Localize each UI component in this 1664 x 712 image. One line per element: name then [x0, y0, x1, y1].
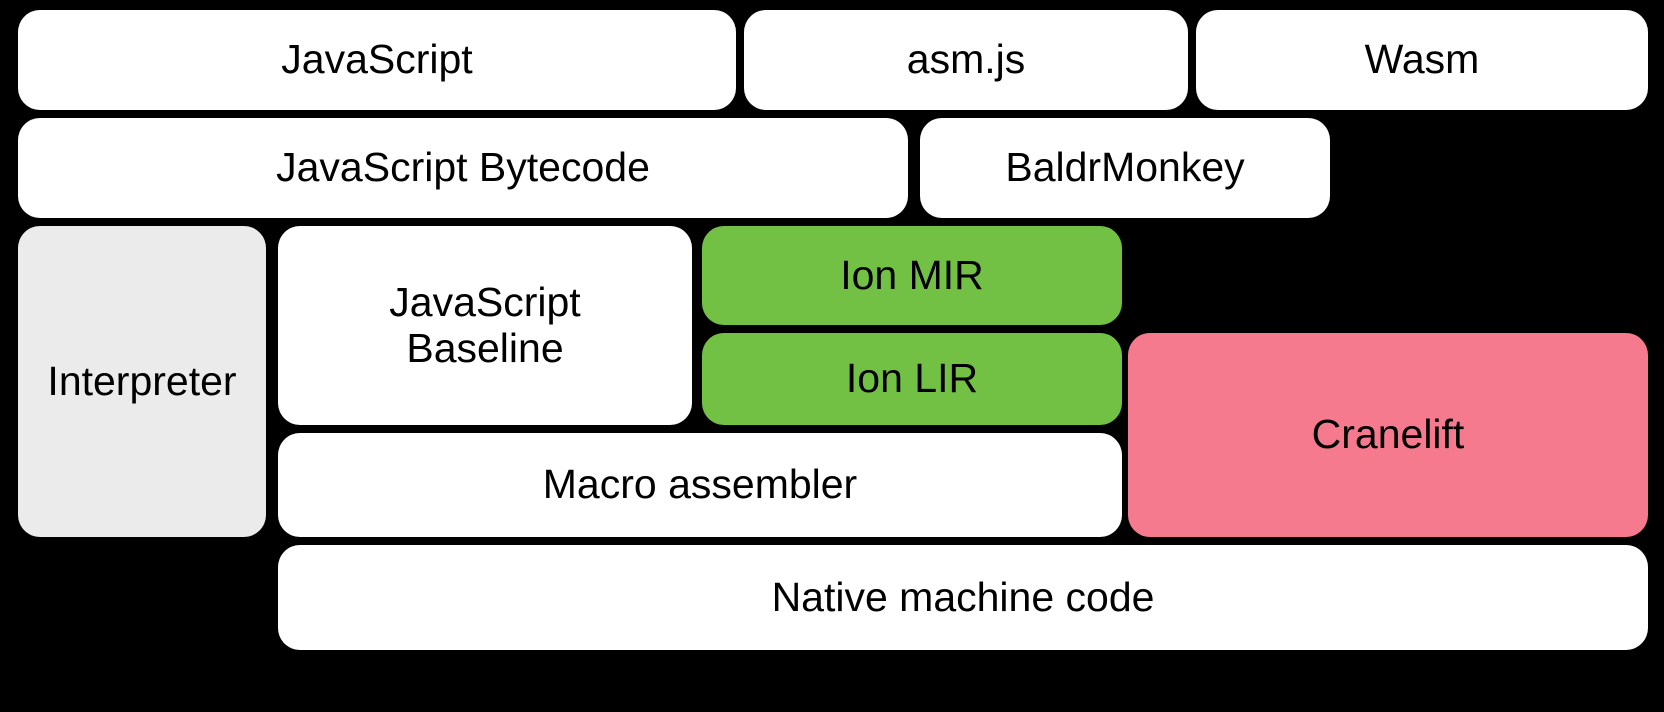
- diagram-node-baldrmonkey: BaldrMonkey: [920, 118, 1330, 218]
- diagram-node-javascript-bytecode: JavaScript Bytecode: [18, 118, 908, 218]
- diagram-node-interpreter: Interpreter: [18, 226, 266, 537]
- diagram-node-asm-js: asm.js: [744, 10, 1188, 110]
- diagram-node-javascript-baseline: JavaScript Baseline: [278, 226, 692, 425]
- diagram-node-ion-mir: Ion MIR: [702, 226, 1122, 325]
- diagram-node-native-machine-code: Native machine code: [278, 545, 1648, 650]
- diagram-node-ion-lir: Ion LIR: [702, 333, 1122, 425]
- diagram-node-macro-assembler: Macro assembler: [278, 433, 1122, 537]
- diagram-node-wasm: Wasm: [1196, 10, 1648, 110]
- diagram-node-cranelift: Cranelift: [1128, 333, 1648, 537]
- diagram-node-javascript: JavaScript: [18, 10, 736, 110]
